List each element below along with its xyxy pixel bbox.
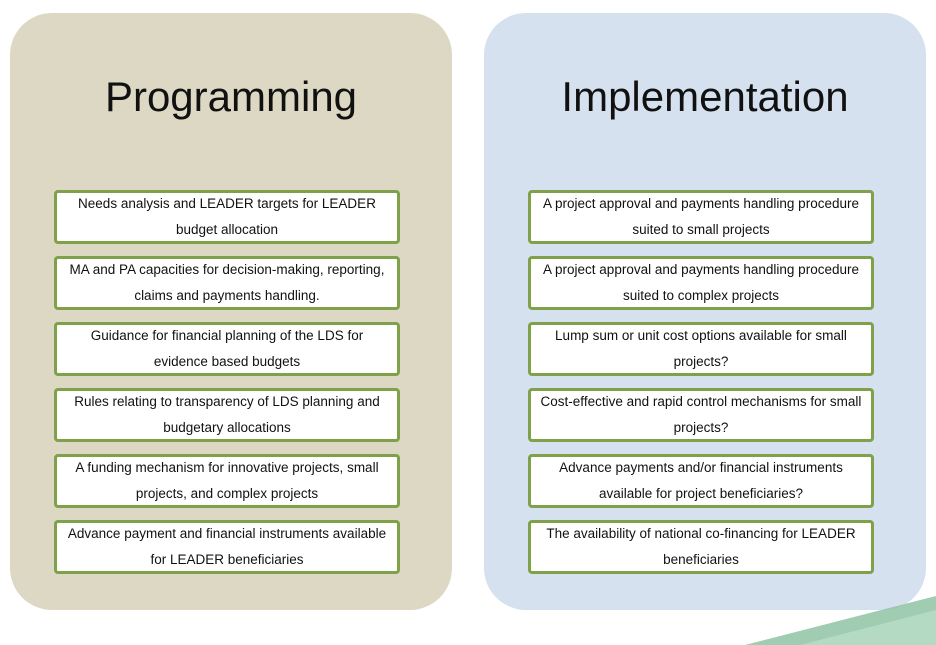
implementation-item-2: A project approval and payments handling… <box>528 256 874 310</box>
implementation-item-3: Lump sum or unit cost options available … <box>528 322 874 376</box>
implementation-item-5: Advance payments and/or financial instru… <box>528 454 874 508</box>
implementation-item-6: The availability of national co-financin… <box>528 520 874 574</box>
programming-panel: Programming Needs analysis and LEADER ta… <box>10 13 452 610</box>
implementation-panel: Implementation A project approval and pa… <box>484 13 926 610</box>
decorative-swoosh-highlight <box>800 610 936 645</box>
implementation-title: Implementation <box>561 73 849 120</box>
programming-item-1: Needs analysis and LEADER targets for LE… <box>54 190 400 244</box>
programming-item-6: Advance payment and financial instrument… <box>54 520 400 574</box>
implementation-item-1: A project approval and payments handling… <box>528 190 874 244</box>
programming-item-5: A funding mechanism for innovative proje… <box>54 454 400 508</box>
programming-item-2: MA and PA capacities for decision-making… <box>54 256 400 310</box>
programming-item-4: Rules relating to transparency of LDS pl… <box>54 388 400 442</box>
implementation-item-4: Cost-effective and rapid control mechani… <box>528 388 874 442</box>
programming-title: Programming <box>104 73 358 120</box>
programming-item-3: Guidance for financial planning of the L… <box>54 322 400 376</box>
